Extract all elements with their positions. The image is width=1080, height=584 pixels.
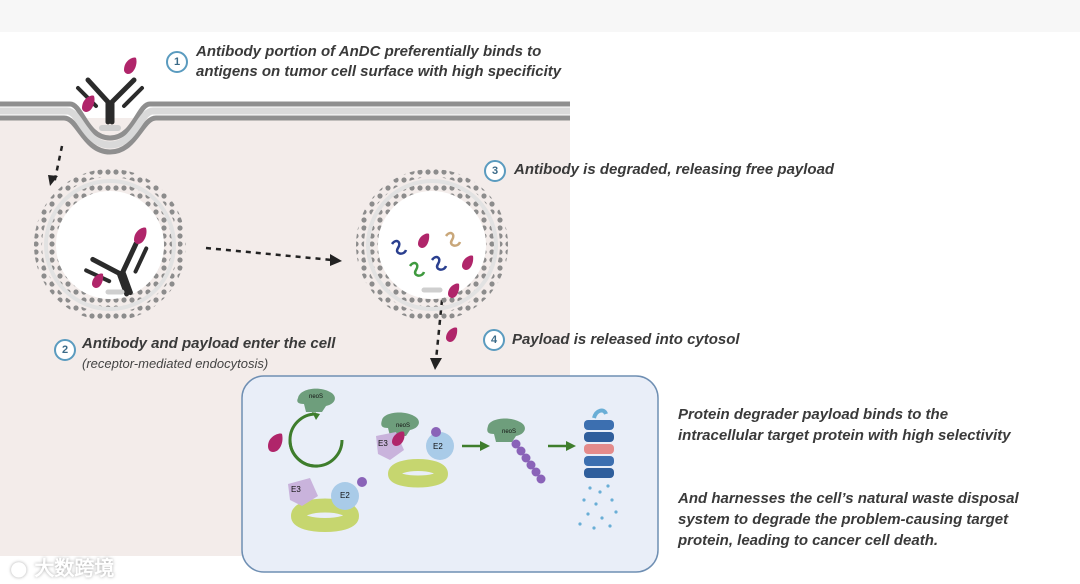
- step-number-1: 1: [166, 51, 188, 73]
- step-1-line-2: antigens on tumor cell surface with high…: [196, 63, 562, 80]
- e2-shape: [331, 482, 359, 510]
- step-2-line: Antibody and payload enter the cell: [82, 335, 336, 352]
- endosome-icon: [34, 169, 186, 321]
- disposal-line-2: system to degrade the problem-causing ta…: [678, 511, 1009, 528]
- step-number-3: 3: [484, 160, 506, 182]
- disposal-description: And harnesses the cell’s natural waste d…: [678, 488, 1019, 551]
- svg-text:E2: E2: [433, 442, 443, 451]
- step-number-2: 2: [54, 339, 76, 361]
- ubiquitin-icon: [511, 439, 546, 484]
- payload-icon: [418, 233, 474, 342]
- step-1-line-1: Antibody portion of AnDC preferentially …: [196, 43, 542, 60]
- step-2-text: Antibody and payload enter the cell (rec…: [82, 334, 335, 374]
- payload-icon: [82, 57, 137, 112]
- step-number-4: 4: [483, 329, 505, 351]
- step-3-text: Antibody is degraded, releasing free pay…: [514, 161, 835, 178]
- watermark-icon: ●: [10, 556, 28, 580]
- endosome-icon: [356, 169, 508, 321]
- ubiquitin-icon: [357, 477, 367, 487]
- disposal-line-1: And harnesses the cell’s natural waste d…: [678, 490, 1019, 507]
- protein-target: neoS: [297, 388, 335, 412]
- degrader-line-2: intracellular target protein with high s…: [678, 427, 1011, 444]
- watermark-text: 大数跨境: [34, 556, 115, 580]
- svg-text:neoS: neoS: [502, 429, 516, 435]
- disposal-line-3: protein, leading to cancer cell death.: [678, 532, 939, 549]
- payload-icon: [268, 433, 283, 452]
- degrader-description: Protein degrader payload binds to the in…: [678, 404, 1011, 446]
- payload-icon: [92, 227, 147, 288]
- svg-text:E3: E3: [378, 439, 388, 448]
- step-4-text: Payload is released into cytosol: [512, 331, 740, 348]
- cell-membrane: [0, 101, 570, 155]
- step-1-text: Antibody portion of AnDC preferentially …: [196, 42, 561, 82]
- svg-text:E3: E3: [291, 485, 301, 494]
- peptide-fragments: [578, 484, 618, 530]
- fragment-icon: [390, 231, 462, 277]
- watermark-logo: ● 大数跨境: [10, 552, 114, 581]
- payload-icon: [392, 431, 405, 446]
- e3-shape: [288, 478, 318, 506]
- step-2-subtext: (receptor-mediated endocytosis): [82, 356, 269, 371]
- svg-text:E2: E2: [340, 491, 350, 500]
- neos-label: neoS: [309, 394, 323, 400]
- degrader-line-1: Protein degrader payload binds to the: [678, 406, 949, 423]
- proteasome-icon: [584, 408, 614, 478]
- svg-text:neoS: neoS: [396, 423, 410, 429]
- top-band: [0, 0, 1080, 32]
